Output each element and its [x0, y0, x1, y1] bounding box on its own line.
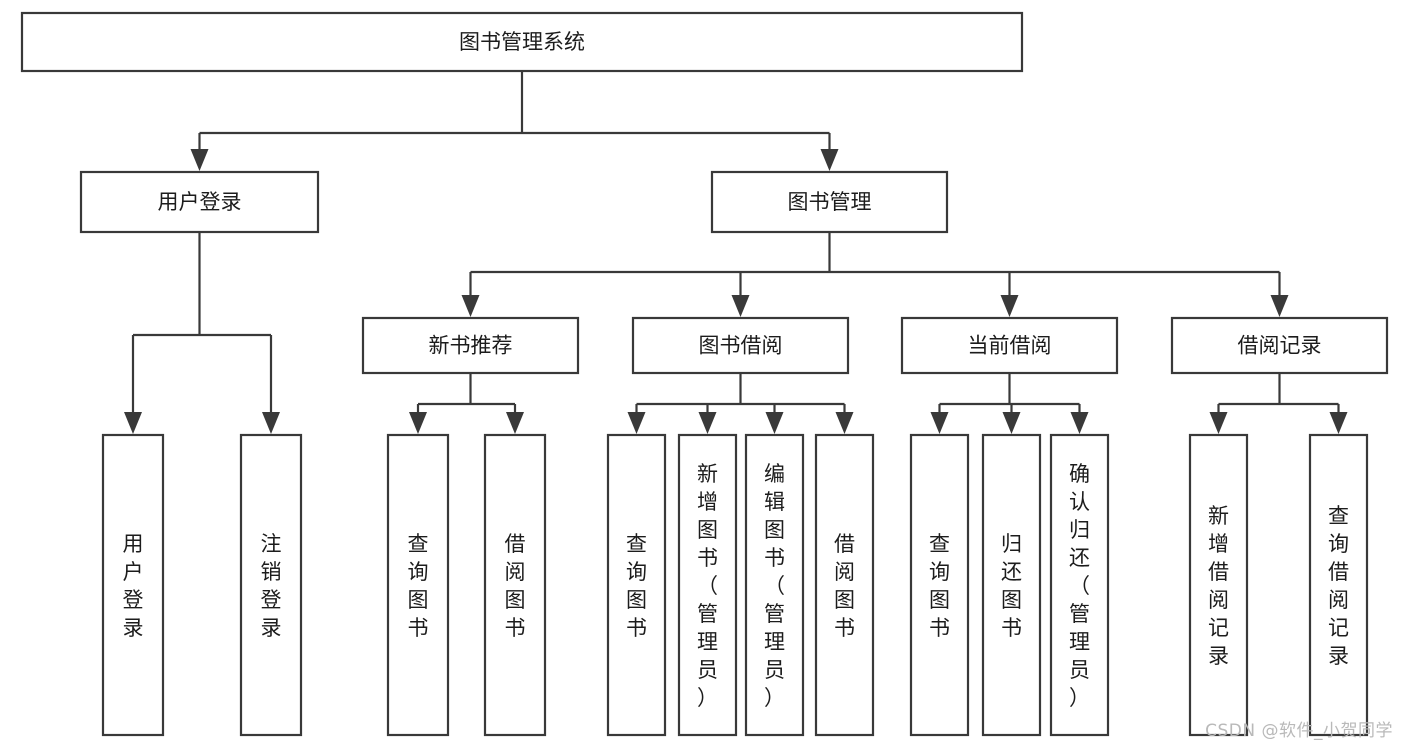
- node-label: 借阅图书: [505, 532, 526, 640]
- nodes-layer: 图书管理系统用户登录图书管理新书推荐图书借阅当前借阅借阅记录用户登录注销登录查询…: [20, 11, 1389, 737]
- node-root[interactable]: 图书管理系统: [20, 11, 1024, 73]
- arrow-head-icon: [124, 412, 142, 434]
- node-leaf-confirm-return[interactable]: 确认归还（管理员）: [1049, 433, 1110, 737]
- node-book-manage[interactable]: 图书管理: [710, 170, 949, 234]
- watermark-text: CSDN @软件_小贺同学: [1205, 721, 1393, 741]
- connector-group-root: [190, 71, 839, 171]
- arrow-head-icon: [698, 412, 717, 434]
- arrow-head-icon: [1270, 295, 1289, 317]
- node-label: 确认归还（管理员）: [1069, 462, 1090, 710]
- arrow-head-icon: [627, 412, 646, 434]
- node-box[interactable]: [386, 433, 450, 737]
- arrow-head-icon: [262, 412, 280, 434]
- node-label: 注销登录: [261, 532, 282, 640]
- arrow-head-icon: [765, 412, 784, 434]
- arrow-head-icon: [1329, 412, 1348, 434]
- node-label: 查询图书: [929, 532, 950, 640]
- node-label: 借阅图书: [834, 532, 855, 640]
- node-box[interactable]: [101, 433, 165, 737]
- arrow-head-icon: [190, 149, 209, 171]
- node-leaf-return-book[interactable]: 归还图书: [981, 433, 1042, 737]
- node-box[interactable]: [1188, 433, 1249, 737]
- node-label: 查询图书: [408, 532, 429, 640]
- node-label: 新增图书（管理员）: [697, 462, 718, 710]
- node-label: 当前借阅: [968, 334, 1052, 358]
- connector-group-new-book-rec: [409, 373, 524, 434]
- node-label: 查询借阅记录: [1328, 504, 1349, 668]
- node-box[interactable]: [1170, 316, 1389, 375]
- connector-group-current-borrow: [930, 373, 1089, 434]
- node-box[interactable]: [20, 11, 1024, 73]
- node-leaf-query-record[interactable]: 查询借阅记录: [1308, 433, 1369, 737]
- node-box[interactable]: [239, 433, 303, 737]
- arrow-head-icon: [409, 412, 427, 434]
- arrow-head-icon: [930, 412, 949, 434]
- connector-group-user-login: [124, 232, 280, 434]
- node-leaf-query-book-2[interactable]: 查询图书: [606, 433, 667, 737]
- node-new-book-rec[interactable]: 新书推荐: [361, 316, 580, 375]
- node-label: 用户登录: [123, 532, 144, 640]
- node-box[interactable]: [361, 316, 580, 375]
- node-box[interactable]: [483, 433, 547, 737]
- node-leaf-borrow-book-1[interactable]: 借阅图书: [483, 433, 547, 737]
- node-label: 新增借阅记录: [1208, 504, 1229, 668]
- node-box[interactable]: [909, 433, 970, 737]
- arrow-head-icon: [820, 149, 839, 171]
- arrow-head-icon: [1070, 412, 1089, 434]
- node-box[interactable]: [744, 433, 805, 737]
- node-user-login[interactable]: 用户登录: [79, 170, 320, 234]
- node-label: 新书推荐: [429, 334, 513, 358]
- node-leaf-query-book-1[interactable]: 查询图书: [386, 433, 450, 737]
- arrow-head-icon: [1002, 412, 1021, 434]
- node-box[interactable]: [79, 170, 320, 234]
- arrow-head-icon: [1000, 295, 1019, 317]
- node-box[interactable]: [710, 170, 949, 234]
- arrow-head-icon: [506, 412, 524, 434]
- node-label: 编辑图书（管理员）: [764, 462, 785, 710]
- node-current-borrow[interactable]: 当前借阅: [900, 316, 1119, 375]
- node-label: 借阅记录: [1238, 334, 1322, 358]
- node-leaf-user-login[interactable]: 用户登录: [101, 433, 165, 737]
- node-borrow-record[interactable]: 借阅记录: [1170, 316, 1389, 375]
- node-label: 用户登录: [158, 190, 242, 214]
- node-leaf-query-book-3[interactable]: 查询图书: [909, 433, 970, 737]
- node-leaf-add-record[interactable]: 新增借阅记录: [1188, 433, 1249, 737]
- connector-group-book-manage: [461, 232, 1289, 317]
- node-box[interactable]: [981, 433, 1042, 737]
- node-label: 查询图书: [626, 532, 647, 640]
- arrow-head-icon: [731, 295, 750, 317]
- node-label: 图书管理: [788, 190, 872, 214]
- node-box[interactable]: [814, 433, 875, 737]
- node-leaf-user-logout[interactable]: 注销登录: [239, 433, 303, 737]
- node-leaf-borrow-book-2[interactable]: 借阅图书: [814, 433, 875, 737]
- node-box[interactable]: [1049, 433, 1110, 737]
- node-box[interactable]: [1308, 433, 1369, 737]
- node-box[interactable]: [631, 316, 850, 375]
- connector-group-book-borrow: [627, 373, 854, 434]
- node-label: 归还图书: [1001, 532, 1022, 640]
- arrow-head-icon: [835, 412, 854, 434]
- node-box[interactable]: [606, 433, 667, 737]
- node-book-borrow[interactable]: 图书借阅: [631, 316, 850, 375]
- node-box[interactable]: [900, 316, 1119, 375]
- node-label: 图书管理系统: [459, 30, 585, 54]
- arrow-head-icon: [1209, 412, 1228, 434]
- node-box[interactable]: [677, 433, 738, 737]
- node-label: 图书借阅: [699, 334, 783, 358]
- edges-layer: [124, 71, 1348, 434]
- connector-group-borrow-record: [1209, 373, 1348, 434]
- node-leaf-edit-book[interactable]: 编辑图书（管理员）: [744, 433, 805, 737]
- arrow-head-icon: [461, 295, 480, 317]
- node-leaf-add-book[interactable]: 新增图书（管理员）: [677, 433, 738, 737]
